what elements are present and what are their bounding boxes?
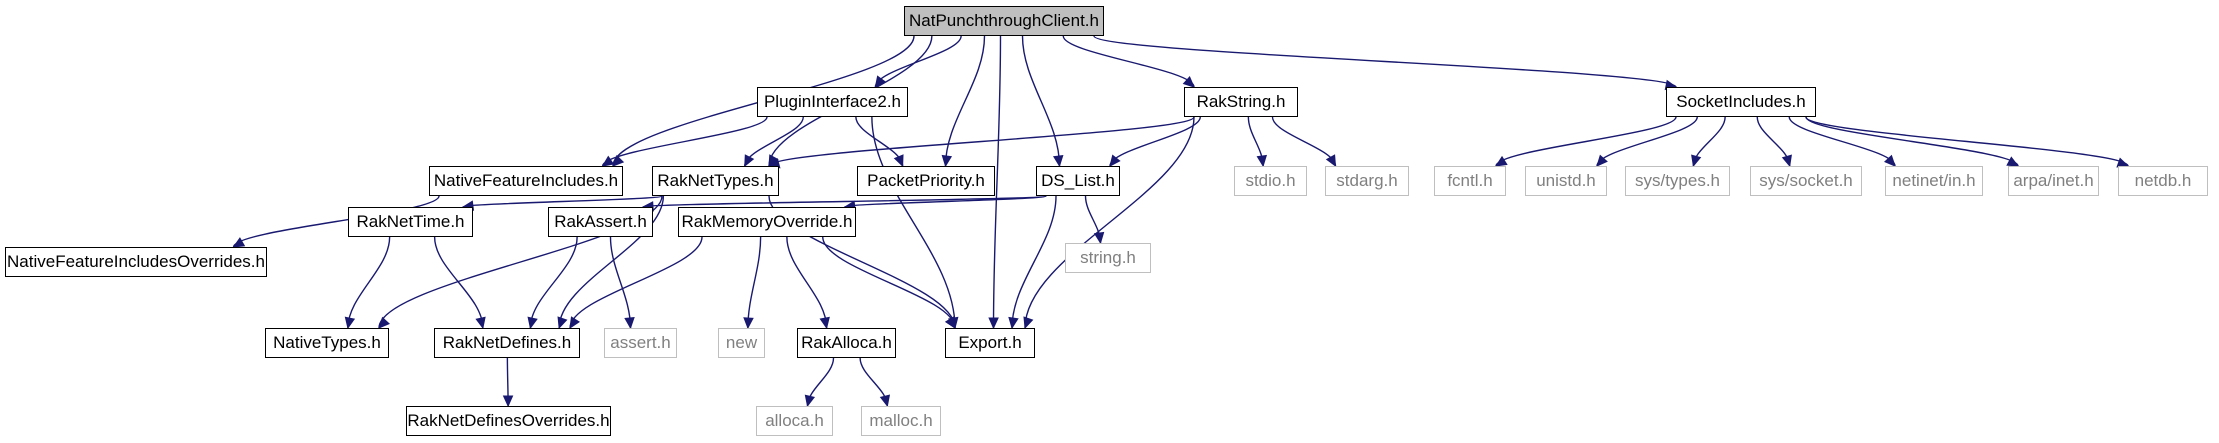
edge-sock-to-unistd [1596, 116, 1698, 167]
node-new: new [718, 328, 765, 358]
edge-rstr-to-dsl [1109, 116, 1201, 167]
arrowhead-sock-to-fcntl [1494, 155, 1508, 167]
node-malloc-h: malloc.h [861, 406, 941, 436]
edge-rntime-to-ntypes [347, 236, 391, 329]
edge-rmo-to-exporth [822, 236, 956, 329]
edge-npc-to-pp [944, 35, 986, 167]
arrowhead-sock-to-systypes [1691, 154, 1702, 168]
edge-pi2-to-exporth [871, 116, 956, 329]
arrowhead-npc-to-rstr [1182, 76, 1195, 88]
edge-npc-to-sock [1093, 35, 1677, 88]
arrowhead-rmo-to-exporth [944, 316, 956, 330]
node-rakalloca-h[interactable]: RakAlloca.h [797, 328, 896, 358]
arrowhead-rntime-to-ntypes [344, 316, 356, 330]
arrowhead-npc-to-dsl [1052, 154, 1064, 168]
edge-nfi-to-nfio [232, 195, 440, 248]
node-nativetypes-h[interactable]: NativeTypes.h [265, 328, 389, 358]
node-string-h: string.h [1065, 243, 1151, 273]
node-rakstring-h[interactable]: RakString.h [1184, 87, 1298, 117]
node-netdb-h: netdb.h [2118, 166, 2208, 196]
node-netinet-in-h: netinet/in.h [1885, 166, 1983, 196]
edge-rstr-to-stdarg [1271, 116, 1337, 167]
edge-dsl-to-exporth [1011, 195, 1057, 329]
node-ds-list-h[interactable]: DS_List.h [1036, 166, 1120, 196]
arrowhead-rndef-to-rndo [502, 395, 514, 408]
node-socketincludes-h[interactable]: SocketIncludes.h [1666, 87, 1816, 117]
node-stdarg-h: stdarg.h [1325, 166, 1409, 196]
arrowhead-rassert-to-rndef [527, 316, 538, 330]
node-assert-h: assert.h [604, 328, 677, 358]
arrowhead-npc-to-exporth [988, 317, 999, 330]
arrowhead-sock-to-syssocket [1781, 154, 1792, 168]
edge-rmo-to-ralloca [786, 236, 828, 329]
edge-rassert-to-rndef [529, 236, 578, 329]
node-nativefeatureincludesoverrides-h[interactable]: NativeFeatureIncludesOverrides.h [5, 247, 267, 277]
edge-npc-to-exporth [992, 35, 1002, 329]
arrowhead-dsl-to-exporth [1008, 316, 1019, 330]
arrowhead-dsl-to-strh [1093, 231, 1105, 245]
edge-sock-to-netinet [1788, 116, 1896, 167]
edge-rmo-to-rndef [569, 236, 703, 329]
node-packetpriority-h[interactable]: PacketPriority.h [857, 166, 995, 196]
arrowhead-rstr-to-stdarg [1325, 154, 1337, 168]
arrowhead-npc-to-pp [941, 154, 953, 168]
node-raknettypes-h[interactable]: RakNetTypes.h [652, 166, 779, 196]
edge-rstr-to-exporth [1024, 116, 1195, 329]
edge-rstr-to-rnt [768, 116, 1195, 167]
edge-rnt-to-rntime [462, 195, 663, 208]
arrowhead-rntime-to-rndef [475, 316, 486, 330]
node-raknetdefines-h[interactable]: RakNetDefines.h [434, 328, 580, 358]
node-fcntl-h: fcntl.h [1434, 166, 1506, 196]
arrowhead-rstr-to-stdio [1256, 154, 1268, 168]
node-arpa-inet-h: arpa/inet.h [2008, 166, 2099, 196]
node-rakmemoryoverride-h[interactable]: RakMemoryOverride.h [678, 207, 856, 237]
edge-dsl-to-rassert [642, 195, 1047, 208]
node-alloca-h: alloca.h [756, 406, 833, 436]
node-natpunchthroughclient-h[interactable]: NatPunchthroughClient.h [904, 6, 1104, 36]
edge-sock-to-arpa [1805, 116, 2019, 167]
arrowhead-npc-to-nfi [612, 154, 625, 167]
arrowhead-pi2-to-rnt [744, 154, 755, 168]
arrowhead-rmo-to-ralloca [819, 316, 830, 330]
arrowhead-ralloca-to-allocah [804, 394, 816, 408]
edge-npc-to-pi2 [874, 35, 962, 88]
dependency-edges [232, 35, 2130, 408]
arrowhead-pi2-to-nfi [601, 155, 615, 167]
edge-rntime-to-rndef [433, 236, 484, 329]
node-rakassert-h[interactable]: RakAssert.h [548, 207, 653, 237]
arrowhead-rmo-to-rndef [569, 316, 581, 330]
node-plugininterface2-h[interactable]: PluginInterface2.h [757, 87, 908, 117]
edge-sock-to-netdb [1805, 116, 2129, 167]
arrowhead-ralloca-to-malloch [879, 394, 891, 408]
arrowhead-rassert-to-asserth [624, 317, 635, 330]
node-export-h[interactable]: Export.h [945, 328, 1035, 358]
node-sys-socket-h: sys/socket.h [1750, 166, 1862, 196]
edge-npc-to-dsl [1021, 35, 1061, 167]
arrowhead-rnt-to-ntypes [378, 316, 390, 329]
arrowhead-nfi-to-nfio [232, 237, 246, 248]
arrowhead-npc-to-pi2 [874, 75, 886, 88]
arrowhead-rstr-to-exporth [1023, 316, 1034, 330]
arrowhead-rstr-to-dsl [1109, 154, 1121, 167]
node-stdio-h: stdio.h [1234, 166, 1307, 196]
node-sys-types-h: sys/types.h [1625, 166, 1730, 196]
edge-rnt-to-rndef [558, 195, 665, 329]
arrowhead-pi2-to-pp [893, 154, 904, 168]
node-raknetdefinesoverrides-h[interactable]: RakNetDefinesOverrides.h [406, 406, 611, 436]
node-nativefeatureincludes-h[interactable]: NativeFeatureIncludes.h [429, 166, 623, 196]
node-raknettime-h[interactable]: RakNetTime.h [348, 207, 473, 237]
edge-rassert-to-asserth [609, 236, 632, 329]
edge-rmo-to-newh [747, 236, 762, 329]
node-unistd-h: unistd.h [1525, 166, 1607, 196]
arrowhead-sock-to-netinet [1883, 154, 1896, 167]
arrowhead-sock-to-unistd [1596, 154, 1608, 167]
arrowhead-sock-to-arpa [2006, 156, 2020, 167]
arrowhead-rnt-to-rndef [557, 316, 568, 330]
arrowhead-rmo-to-newh [743, 317, 754, 330]
